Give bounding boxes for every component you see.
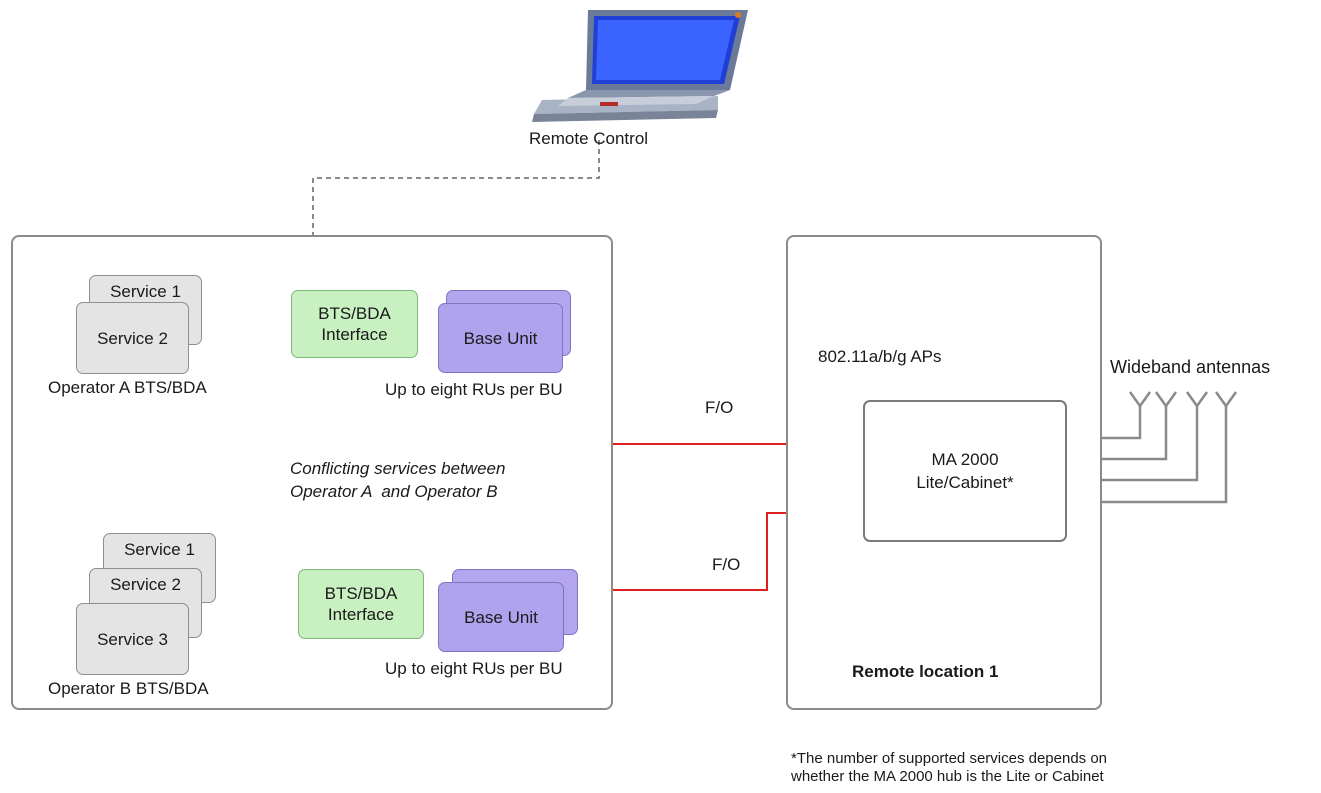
antenna-icon: [1128, 391, 1152, 409]
aps-label: 802.11a/b/g APs: [818, 347, 942, 366]
conflict-note: Conflicting services between Operator A …: [290, 459, 506, 501]
wideband-antennas-label: Wideband antennas: [1110, 357, 1271, 377]
op-a-label: Operator A BTS/BDA: [48, 378, 207, 397]
op-b-label: Operator B BTS/BDA: [48, 679, 209, 698]
remote-control-link: [312, 140, 600, 236]
ma2000-hub: MA 2000 Lite/Cabinet*: [863, 400, 1067, 542]
fiber-label-a: F/O: [705, 398, 734, 417]
remote-control-label: Remote Control: [529, 129, 649, 148]
op-a-service-2: Service 2: [76, 302, 189, 374]
op-a-ru-note: Up to eight RUs per BU: [385, 380, 563, 399]
remote-location-title: Remote location 1: [852, 662, 999, 681]
op-b-service-3: Service 3: [76, 603, 189, 675]
op-b-base-unit: Base Unit: [438, 582, 564, 652]
footnote: *The number of supported services depend…: [791, 750, 1108, 785]
antenna-icon: [1214, 391, 1238, 409]
fiber-label-b: F/O: [712, 555, 741, 574]
laptop-icon: [532, 10, 748, 122]
op-a-base-unit: Base Unit: [438, 303, 563, 373]
op-a-bts-bda-interface: BTS/BDA Interface: [291, 290, 418, 358]
antenna-feed-3: [1066, 404, 1199, 482]
antenna-icon: [1154, 391, 1178, 409]
op-b-bts-bda-interface: BTS/BDA Interface: [298, 569, 424, 639]
antenna-feed-4: [1066, 404, 1228, 504]
antenna-icon: [1185, 391, 1209, 409]
op-b-ru-note: Up to eight RUs per BU: [385, 659, 563, 678]
